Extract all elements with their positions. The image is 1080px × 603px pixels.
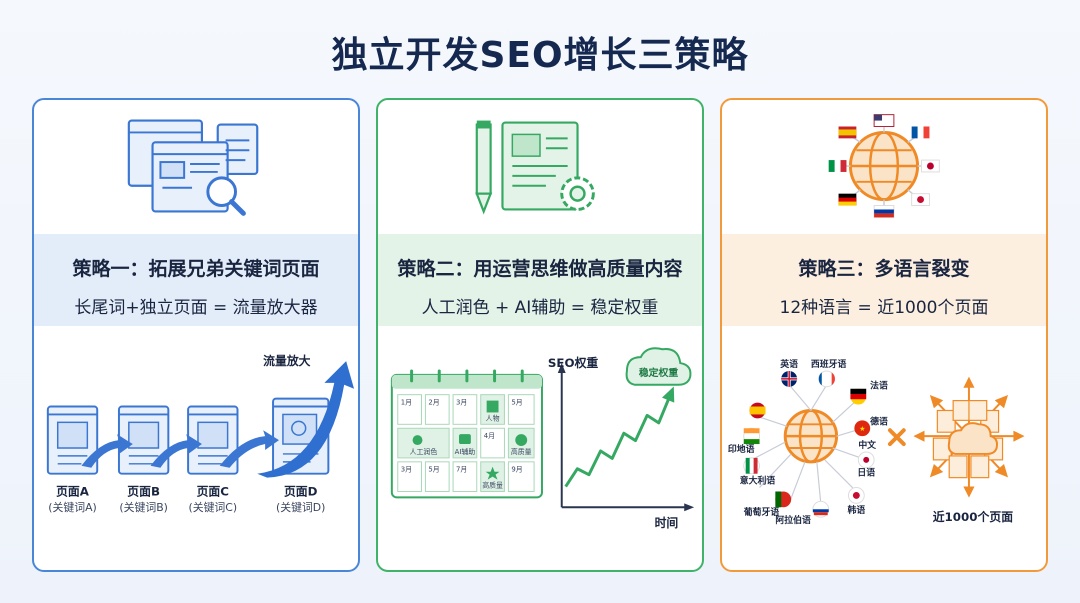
- page-a-keyword: (关键词A): [48, 500, 96, 514]
- strategy-1-heading: 策略一：拓展兄弟关键词页面: [72, 258, 320, 280]
- page-b-label: 页面B: [127, 484, 160, 498]
- stable-weight-cloud-badge: 稳定权重: [625, 347, 692, 386]
- lang-korean: 韩语: [847, 504, 865, 516]
- growth-arrow-icon: [257, 361, 355, 478]
- arrow-b-c-icon: [150, 434, 202, 468]
- pages-cloud-cluster: [913, 376, 1025, 498]
- svg-text:人工润色: 人工润色: [410, 447, 438, 456]
- seo-weight-chart: SEO权重 时间 稳定权重: [548, 347, 695, 530]
- lang-hindi: 印地语: [728, 443, 755, 455]
- lang-japanese: 日语: [857, 468, 875, 479]
- page-c-icon: [187, 405, 239, 475]
- svg-text:高质量: 高质量: [482, 481, 503, 490]
- pencil-document-gear-icon: [475, 120, 595, 215]
- globe-icon: [783, 408, 839, 464]
- page-c-keyword: (关键词C): [188, 500, 237, 514]
- arrow-a-b-icon: [81, 434, 133, 468]
- strategy-card-3: 策略三：多语言裂变 12种语言 = 近1000个页面 ★: [720, 98, 1048, 572]
- lang-english: 英语: [780, 358, 798, 370]
- globe-flags-icon: [828, 114, 940, 218]
- svg-text:3月: 3月: [401, 466, 412, 474]
- page-b-icon: [117, 405, 170, 475]
- multiply-icon: [887, 428, 906, 447]
- chart-ylabel: SEO权重: [548, 356, 599, 370]
- content-calendar: 1月 2月 3月 人物 5月 人工润色 AI辅助 4月 高质量 3月 5月 7月…: [390, 369, 543, 499]
- svg-text:高质量: 高质量: [511, 447, 532, 456]
- seo-weight-arrowhead: [662, 386, 675, 403]
- page-c-label: 页面C: [197, 484, 229, 498]
- badge-label: 稳定权重: [639, 366, 679, 379]
- page-b-keyword: (关键词B): [119, 500, 168, 514]
- result-label: 近1000个页面: [933, 510, 1013, 524]
- page-a-label: 页面A: [56, 484, 90, 498]
- svg-text:9月: 9月: [511, 466, 522, 474]
- strategy-3-band: 策略三：多语言裂变 12种语言 = 近1000个页面: [722, 234, 1046, 326]
- page-a-icon: [46, 405, 99, 475]
- page-title: 独立开发SEO增长三策略: [331, 35, 749, 76]
- svg-text:2月: 2月: [428, 399, 439, 407]
- multilingual-diagram: ★ 英语 西班牙语 法语 德语 中文 日语 韩语 阿拉伯语 葡萄牙语 意大利语 …: [728, 358, 1025, 526]
- lang-chinese: 中文: [858, 439, 876, 451]
- svg-text:★: ★: [859, 425, 865, 433]
- strategy-1-band: 策略一：拓展兄弟关键词页面 长尾词+独立页面 = 流量放大器: [34, 234, 358, 326]
- lang-german: 德语: [869, 415, 888, 427]
- strategy-3-subtitle: 12种语言 = 近1000个页面: [779, 298, 989, 318]
- arrow-c-d-icon: [219, 430, 279, 468]
- seo-weight-line: [564, 394, 672, 488]
- svg-text:1月: 1月: [401, 399, 412, 407]
- strategy-2-band: 策略二：用运营思维做高质量内容 人工润色 + AI辅助 = 稳定权重: [378, 234, 702, 326]
- svg-text:AI辅助: AI辅助: [455, 447, 476, 456]
- svg-text:5月: 5月: [511, 399, 522, 407]
- strategy-2-subtitle: 人工润色 + AI辅助 = 稳定权重: [421, 298, 659, 318]
- strategy-2-heading: 策略二：用运营思维做高质量内容: [397, 258, 683, 280]
- strategy-card-1: 策略一：拓展兄弟关键词页面 长尾词+独立页面 = 流量放大器: [32, 98, 360, 572]
- lang-arabic: 阿拉伯语: [775, 514, 811, 526]
- svg-text:3月: 3月: [456, 399, 467, 407]
- strategy-3-heading: 策略三：多语言裂变: [798, 258, 970, 280]
- svg-text:5月: 5月: [428, 466, 439, 474]
- flow-label: 流量放大: [263, 354, 311, 368]
- lang-spanish: 西班牙语: [811, 358, 847, 370]
- svg-text:人物: 人物: [486, 413, 500, 422]
- svg-text:4月: 4月: [484, 432, 495, 440]
- content-calendar-and-chart: 1月 2月 3月 人物 5月 人工润色 AI辅助 4月 高质量 3月 5月 7月…: [390, 347, 695, 530]
- page-d-label: 页面D: [284, 484, 318, 498]
- svg-text:7月: 7月: [456, 466, 467, 474]
- lang-portuguese: 葡萄牙语: [743, 506, 780, 518]
- keyword-pages-flow-diagram: 流量放大 页面A (关键词A) 页面B (关键词B) 页面C (关键词C) 页面…: [46, 354, 355, 514]
- lang-french: 法语: [870, 380, 888, 392]
- documents-search-icon: [127, 119, 259, 216]
- strategy-1-subtitle: 长尾词+独立页面 = 流量放大器: [74, 298, 318, 318]
- strategy-card-2: 策略二：用运营思维做高质量内容 人工润色 + AI辅助 = 稳定权重: [376, 98, 704, 572]
- lang-italian: 意大利语: [740, 475, 776, 487]
- chart-xlabel: 时间: [655, 516, 679, 530]
- page-d-keyword: (关键词D): [276, 500, 325, 514]
